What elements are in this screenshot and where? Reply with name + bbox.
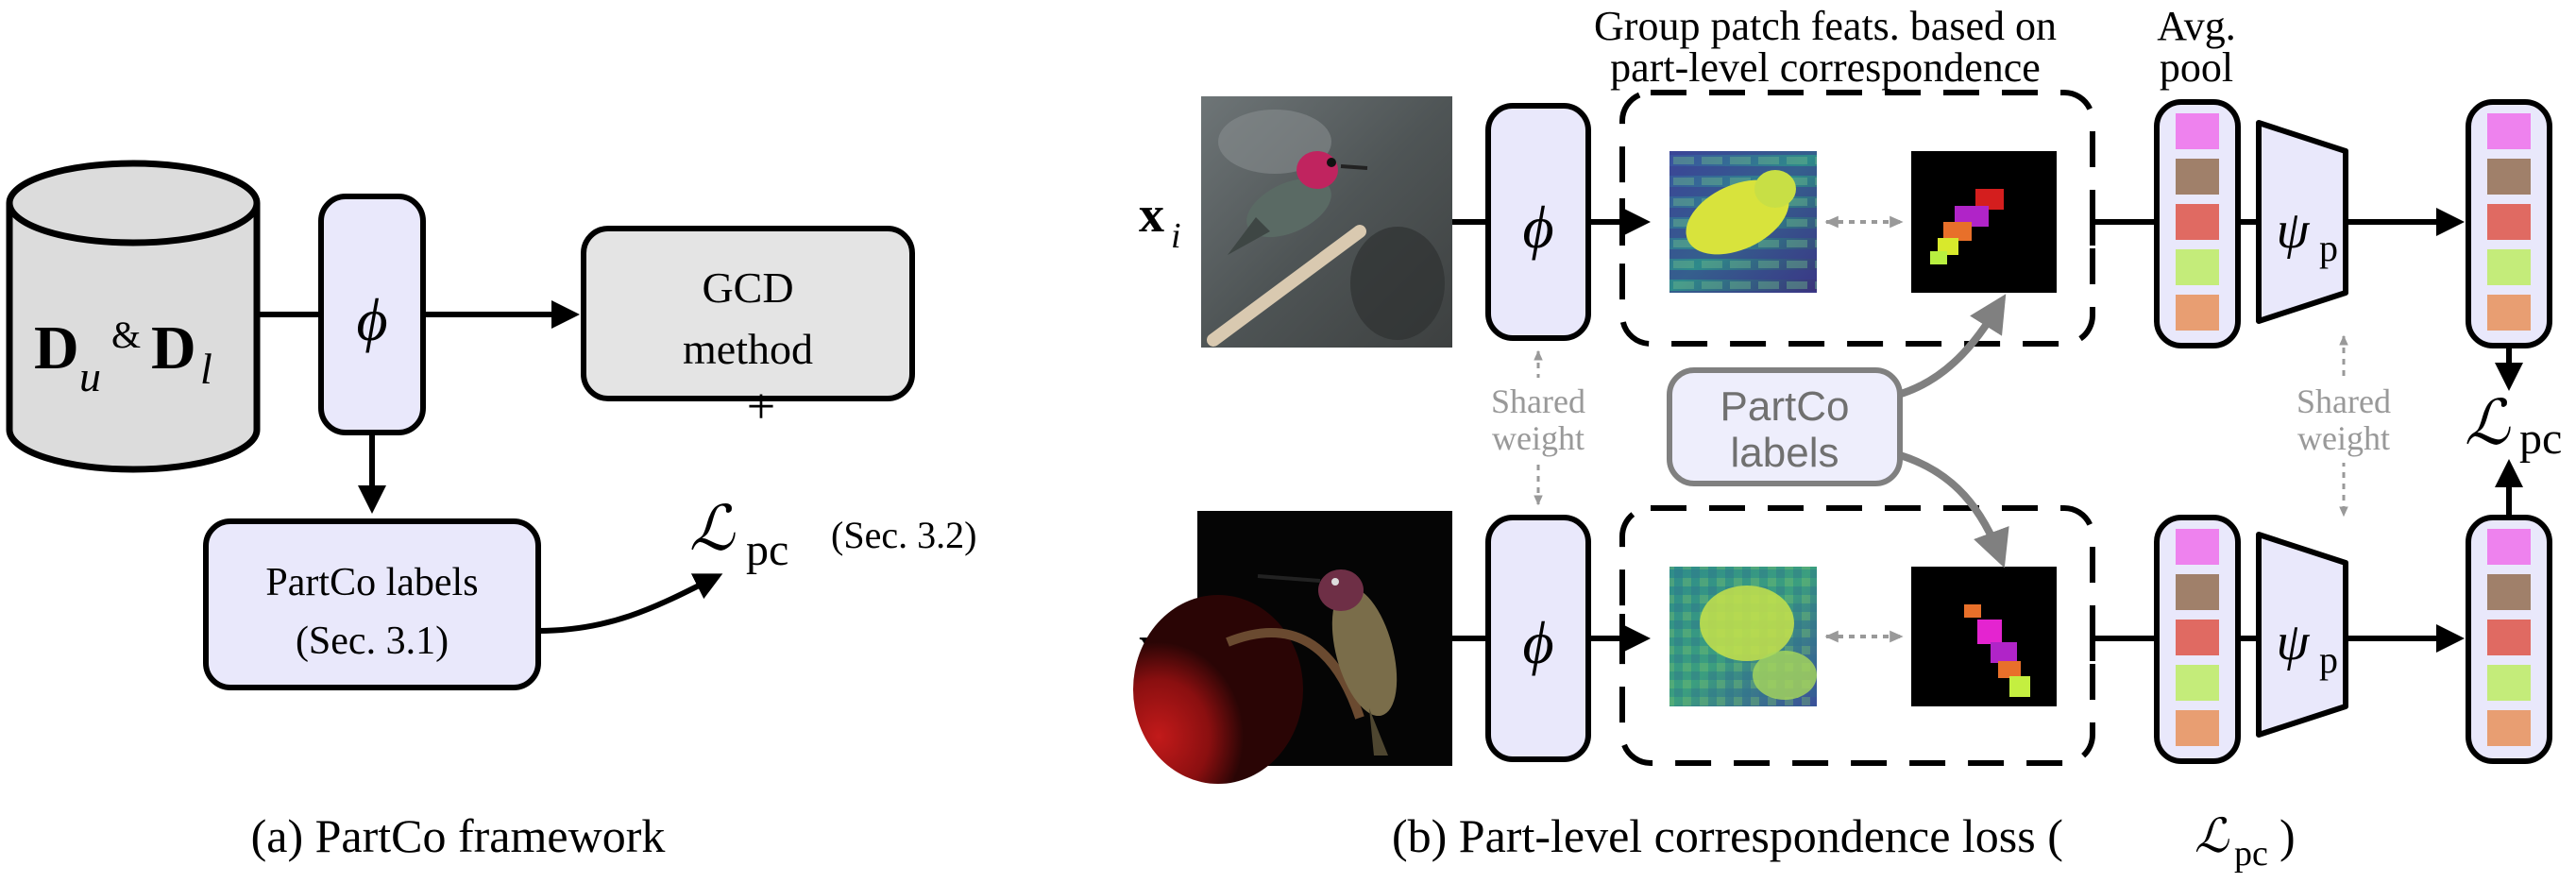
dataset-subscript-l: l [200,345,212,393]
dataset-ampersand: & [111,314,141,356]
partco-labels-section: (Sec. 3.1) [296,620,449,663]
out-bottom-token-2 [2487,574,2531,610]
part-segmentation-top [1911,151,2057,293]
encoder-phi-top-symbol: ϕ [1522,194,1553,261]
panel-a: D u & D l ϕ GCD method PartCo labels (Se… [6,160,976,862]
out-top-token-2 [2487,159,2531,195]
encoder-phi-box-bottom: ϕ [1485,515,1591,762]
dataset-d-unlabeled: D [34,314,79,382]
pool-bottom-token-2 [2176,574,2219,610]
input-xi-label: x [1139,186,1164,243]
avgpool-title-line1: Avg. [2157,3,2236,49]
encoder-phi-box-top: ϕ [1485,103,1591,341]
dataset-d-labeled: D [151,314,196,382]
input-image-j [1133,511,1452,784]
pool-bottom-token-4 [2176,665,2219,701]
arrow-partco-seg-bottom [1898,451,2009,569]
caption-a: (a) PartCo framework [251,809,666,862]
projector-top-symbol: ψ [2277,201,2311,260]
shared-weight-projector-line2: weight [2297,419,2390,457]
part-segmentation-bottom [1911,567,2057,706]
out-top-token-5 [2487,295,2531,331]
shared-weight-encoder-line2: weight [1492,419,1585,457]
arrow-labels-loss [537,573,723,634]
out-bottom-token-1 [2487,529,2531,565]
input-image-i [1201,96,1452,348]
partco-b-line1: PartCo [1720,383,1850,430]
feature-heatmap-top [1669,151,1817,293]
caption-b-prefix: (b) Part-level correspondence loss ( [1392,809,2063,862]
partco-labels-title: PartCo labels [265,561,478,604]
projector-bottom-symbol: ψ [2277,613,2311,671]
avgpool-tokens-bottom [2154,515,2241,764]
encoder-phi-box-a: ϕ [318,194,426,435]
output-tokens-top [2466,99,2552,348]
encoder-phi-bottom-symbol: ϕ [1522,609,1553,676]
dataset-subscript-u: u [79,352,101,400]
panel-b: Group patch feats. based on part-level c… [1133,3,2562,874]
out-top-token-3 [2487,204,2531,240]
gcd-method-box: GCD method [581,226,915,401]
arrow-partco-seg-top [1896,294,2007,399]
pool-top-token-1 [2176,113,2219,149]
projector-bottom-subscript: p [2319,638,2338,681]
avgpool-title-line2: pool [2160,44,2233,91]
out-bottom-token-5 [2487,710,2531,746]
out-bottom-token-4 [2487,665,2531,701]
gcd-method-label: method [683,325,813,373]
pool-top-token-3 [2176,204,2219,240]
pool-bottom-token-1 [2176,529,2219,565]
projector-psi-bottom: ψ p [2256,532,2348,738]
shared-weight-encoder-line1: Shared [1491,382,1585,420]
out-bottom-token-3 [2487,620,2531,655]
pool-top-token-4 [2176,249,2219,285]
loss-subscript-b: pc [2519,414,2562,464]
projector-top-subscript: p [2319,227,2338,269]
projector-psi-top: ψ p [2256,120,2348,324]
partco-b-line2: labels [1731,430,1839,476]
loss-section-ref: (Sec. 3.2) [831,514,976,556]
pool-top-token-5 [2176,295,2219,331]
partco-labels-box-b: PartCo labels [1667,367,1903,486]
dataset-cylinder: D u & D l [6,160,261,473]
gcd-label: GCD [702,263,793,312]
output-tokens-bottom [2466,515,2552,764]
group-title-line1: Group patch feats. based on [1594,3,2057,49]
plus-sign: + [747,378,775,434]
caption-b-subscript: pc [2234,834,2268,874]
out-top-token-1 [2487,113,2531,149]
out-top-token-4 [2487,249,2531,285]
partco-labels-box: PartCo labels (Sec. 3.1) [203,518,541,690]
input-xi-subscript: i [1171,216,1181,256]
pool-bottom-token-5 [2176,710,2219,746]
caption-b-symbol: ℒ [2195,809,2229,862]
caption-b-suffix: ) [2279,809,2296,862]
loss-symbol-a: ℒ [689,495,736,564]
shared-weight-projector-line1: Shared [2296,382,2391,420]
pool-bottom-token-3 [2176,620,2219,655]
feature-heatmap-bottom [1669,567,1817,706]
encoder-phi-symbol: ϕ [356,286,387,353]
pool-top-token-2 [2176,159,2219,195]
avgpool-tokens-top [2154,99,2241,348]
group-title-line2: part-level correspondence [1610,44,2041,91]
loss-subscript-a: pc [746,525,788,575]
loss-symbol-b: ℒ [2465,389,2511,458]
